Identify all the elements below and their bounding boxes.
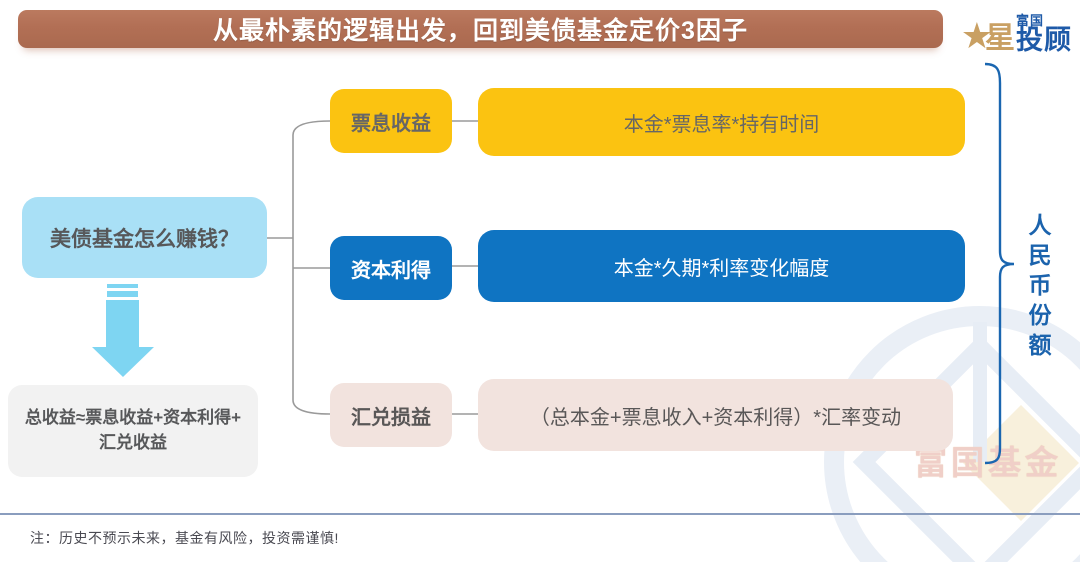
row-label: 票息收益 [351, 112, 431, 135]
down-arrow-icon [106, 300, 139, 347]
total-return-summary-box: 总收益≈票息收益+资本利得+ 汇兑收益 [8, 385, 258, 477]
coupon-income-formula: 本金*票息率*持有时间 [478, 88, 965, 156]
page-title: 从最朴素的逻辑出发，回到美债基金定价3因子 [213, 17, 748, 45]
row-formula: （总本金+票息收入+资本利得）*汇率变动 [529, 406, 902, 429]
disclaimer-note: 注：历史不预示未来，基金有风险，投资需谨慎! [30, 530, 339, 546]
logo-brand-small: 富国 [1016, 13, 1045, 28]
footer-divider [0, 513, 1080, 515]
row-label: 资本利得 [351, 259, 431, 282]
star-icon: ★ [960, 15, 993, 56]
summary-line1: 总收益≈票息收益+资本利得+ [24, 408, 242, 428]
row-formula: 本金*久期*利率变化幅度 [613, 257, 830, 280]
rmb-share-label: 人民币份额 [1025, 213, 1051, 363]
capital-gain-formula: 本金*久期*利率变化幅度 [478, 230, 965, 302]
title-banner: 从最朴素的逻辑出发，回到美债基金定价3因子 [18, 10, 943, 48]
right-brace [984, 62, 1015, 465]
capital-gain-label: 资本利得 [330, 236, 452, 300]
brand-logo: ★ 星 富国 投顾 [961, 6, 1072, 54]
fx-gain-loss-label: 汇兑损益 [330, 383, 452, 447]
down-arrow-icon [107, 291, 138, 297]
fx-gain-loss-formula: （总本金+票息收入+资本利得）*汇率变动 [478, 379, 953, 451]
coupon-income-label: 票息收益 [330, 89, 452, 153]
logo-brand-main: 投顾 [1016, 25, 1072, 55]
row-formula: 本金*票息率*持有时间 [623, 113, 820, 136]
down-arrow-icon [107, 284, 138, 288]
down-arrow-icon [92, 347, 154, 377]
question-text: 美债基金怎么赚钱？ [50, 227, 239, 251]
row-label: 汇兑损益 [351, 406, 431, 429]
summary-line2: 汇兑收益 [99, 433, 167, 452]
logo-star-char: 星 [985, 22, 1015, 55]
question-box: 美债基金怎么赚钱？ [22, 197, 267, 278]
